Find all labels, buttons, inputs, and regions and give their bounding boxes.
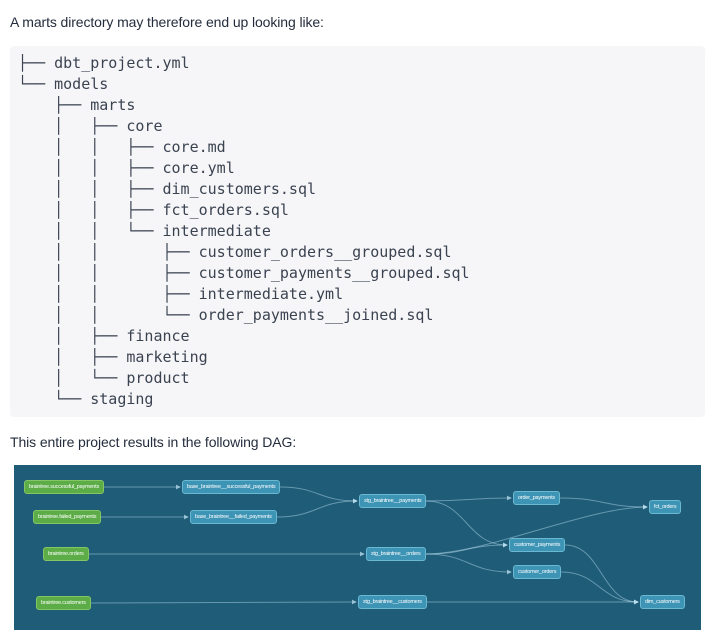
- intro-text: A marts directory may therefore end up l…: [10, 14, 324, 30]
- dag-node-order_payments: order_payments: [513, 491, 560, 505]
- dag-edges: [89, 484, 648, 605]
- dag-node-braintree_orders: braintree.orders: [43, 547, 89, 561]
- dag-node-customer_orders: customer_orders: [513, 565, 562, 579]
- dag-caption: This entire project results in the follo…: [10, 434, 297, 450]
- dag-node-braintree_customers: braintree.customers: [36, 596, 91, 610]
- dag-edge-base_braintree_failed_payments-to-stg_braintree_payments: [276, 498, 358, 518]
- dag-node-braintree_successful_payments: braintree.successful_payments: [24, 480, 105, 494]
- dag-node-stg_braintree_customers: stg_braintree__customers: [358, 595, 427, 609]
- dag-edge-stg_braintree_orders-to-customer_payments: [425, 542, 508, 555]
- dag-node-dim_customers: dim_customers: [640, 595, 685, 609]
- dag-edge-stg_braintree_orders-to-customer_orders: [425, 553, 512, 575]
- dag-edge-customer_orders-to-dim_customers: [560, 571, 639, 605]
- dag-node-stg_braintree_payments: stg_braintree__payments: [359, 494, 427, 508]
- dag-node-stg_braintree_orders: stg_braintree__orders: [366, 547, 426, 561]
- dag-node-braintree_failed_payments: braintree.failed_payments: [33, 510, 102, 524]
- dag-edge-stg_braintree_orders-to-fct_orders: [425, 504, 648, 555]
- dag-edge-stg_braintree_payments-to-order_payments: [425, 495, 512, 502]
- dag-edge-braintree_customers-to-stg_braintree_customers: [90, 599, 357, 605]
- dag-edge-customer_payments-to-dim_customers: [564, 544, 639, 605]
- dag-node-base_braintree_successful_payments: base_braintree__successful_payments: [182, 480, 281, 494]
- directory-tree: ├── dbt_project.yml └── models ├── marts…: [18, 54, 470, 408]
- dag-edge-base_braintree_successful_payments-to-stg_braintree_payments: [279, 486, 358, 504]
- dag-edge-order_payments-to-fct_orders: [559, 497, 648, 510]
- dag-node-fct_orders: fct_orders: [649, 500, 682, 514]
- dag-node-customer_payments: customer_payments: [509, 538, 566, 552]
- dag-edge-stg_braintree_payments-to-customer_payments: [425, 500, 508, 548]
- directory-tree-code-block: ├── dbt_project.yml └── models ├── marts…: [10, 46, 705, 417]
- dag-image: braintree.successful_payments braintree.f…: [14, 465, 701, 630]
- dag-node-base_braintree_failed_payments: base_braintree__failed_payments: [190, 510, 277, 524]
